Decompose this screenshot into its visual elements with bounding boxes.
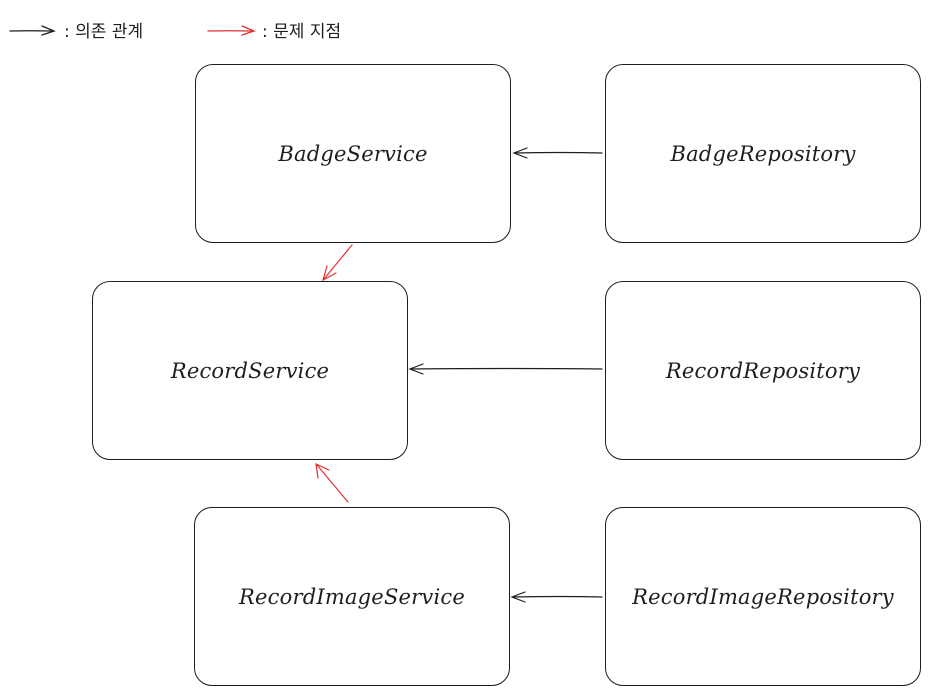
legend: : 의존 관계 : 문제 지점 — [8, 14, 428, 44]
record-image-repository-node[interactable]: RecordImageRepository — [605, 507, 921, 686]
badge-service-node[interactable]: BadgeService — [195, 64, 511, 243]
record-service-label: RecordService — [170, 358, 330, 383]
badge-service-to-record-service-problem-arrow — [322, 244, 353, 282]
badge-repository-node[interactable]: BadgeRepository — [605, 64, 921, 243]
record-repository-label: RecordRepository — [665, 358, 861, 383]
badge-service-label: BadgeService — [278, 141, 428, 166]
record-image-service-node[interactable]: RecordImageService — [194, 507, 510, 686]
problem-legend-label: : 문제 지점 — [262, 22, 342, 42]
record-image-repository-to-record-image-service-arrow — [510, 591, 603, 603]
problem-legend-arrow — [207, 25, 256, 36]
record-image-service-label: RecordImageService — [239, 584, 465, 609]
record-image-repository-label: RecordImageRepository — [632, 584, 894, 609]
badge-repository-label: BadgeRepository — [670, 141, 856, 166]
record-repository-node[interactable]: RecordRepository — [605, 281, 921, 460]
record-service-node[interactable]: RecordService — [92, 281, 408, 460]
badge-repository-to-badge-service-arrow — [512, 147, 603, 159]
record-repository-to-record-service-arrow — [408, 363, 603, 375]
dependency-legend-arrow — [9, 25, 56, 36]
dependency-legend-label: : 의존 관계 — [64, 22, 144, 42]
legend-arrows — [9, 25, 256, 36]
record-image-service-to-record-service-problem-arrow — [315, 462, 349, 503]
